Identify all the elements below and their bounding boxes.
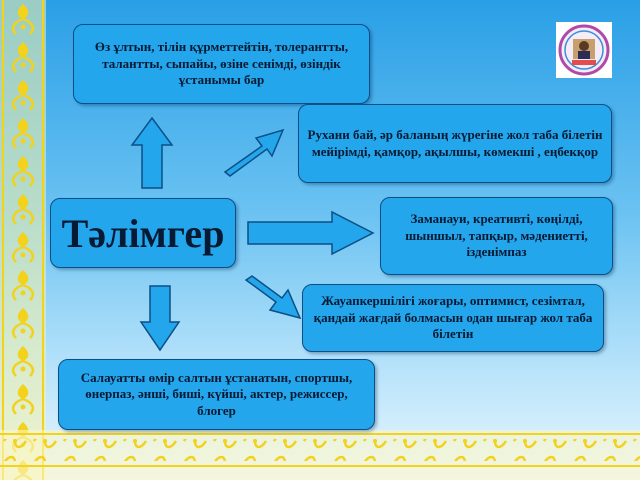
arrow-up-right: [223, 128, 285, 177]
box-upper-right: Рухани бай, әр баланың жүрегіне жол таба…: [298, 104, 612, 183]
left-ornament-border: [0, 0, 46, 480]
box-upper-right-text: Рухани бай, әр баланың жүрегіне жол таба…: [307, 127, 603, 159]
arrow-up: [130, 116, 174, 189]
arrow-right: [247, 210, 375, 256]
arrow-down: [139, 285, 181, 352]
box-lower-right: Жауапкершілігі жоғары, оптимист, сезімта…: [302, 284, 604, 352]
box-top-text: Өз ұлтын, тілін құрметтейтін, толерантты…: [94, 39, 349, 88]
bottom-ornament-border: [0, 430, 640, 480]
center-node-label: Тәлімгер: [61, 210, 225, 256]
center-node: Тәлімгер: [50, 198, 236, 268]
box-bottom-text: Салауатты өмір салтын ұстанатын, спортшы…: [80, 369, 353, 418]
arrow-down-right: [244, 275, 302, 320]
box-lower-right-text: Жауапкершілігі жоғары, оптимист, сезімта…: [313, 293, 593, 342]
school-emblem-icon: [556, 22, 612, 78]
box-right: Заманауи, креативті, көңілді, шыншыл, та…: [380, 197, 613, 275]
box-bottom: Салауатты өмір салтын ұстанатын, спортшы…: [58, 359, 375, 430]
box-top: Өз ұлтын, тілін құрметтейтін, толерантты…: [73, 24, 370, 104]
box-right-text: Заманауи, креативті, көңілді, шыншыл, та…: [405, 211, 588, 260]
